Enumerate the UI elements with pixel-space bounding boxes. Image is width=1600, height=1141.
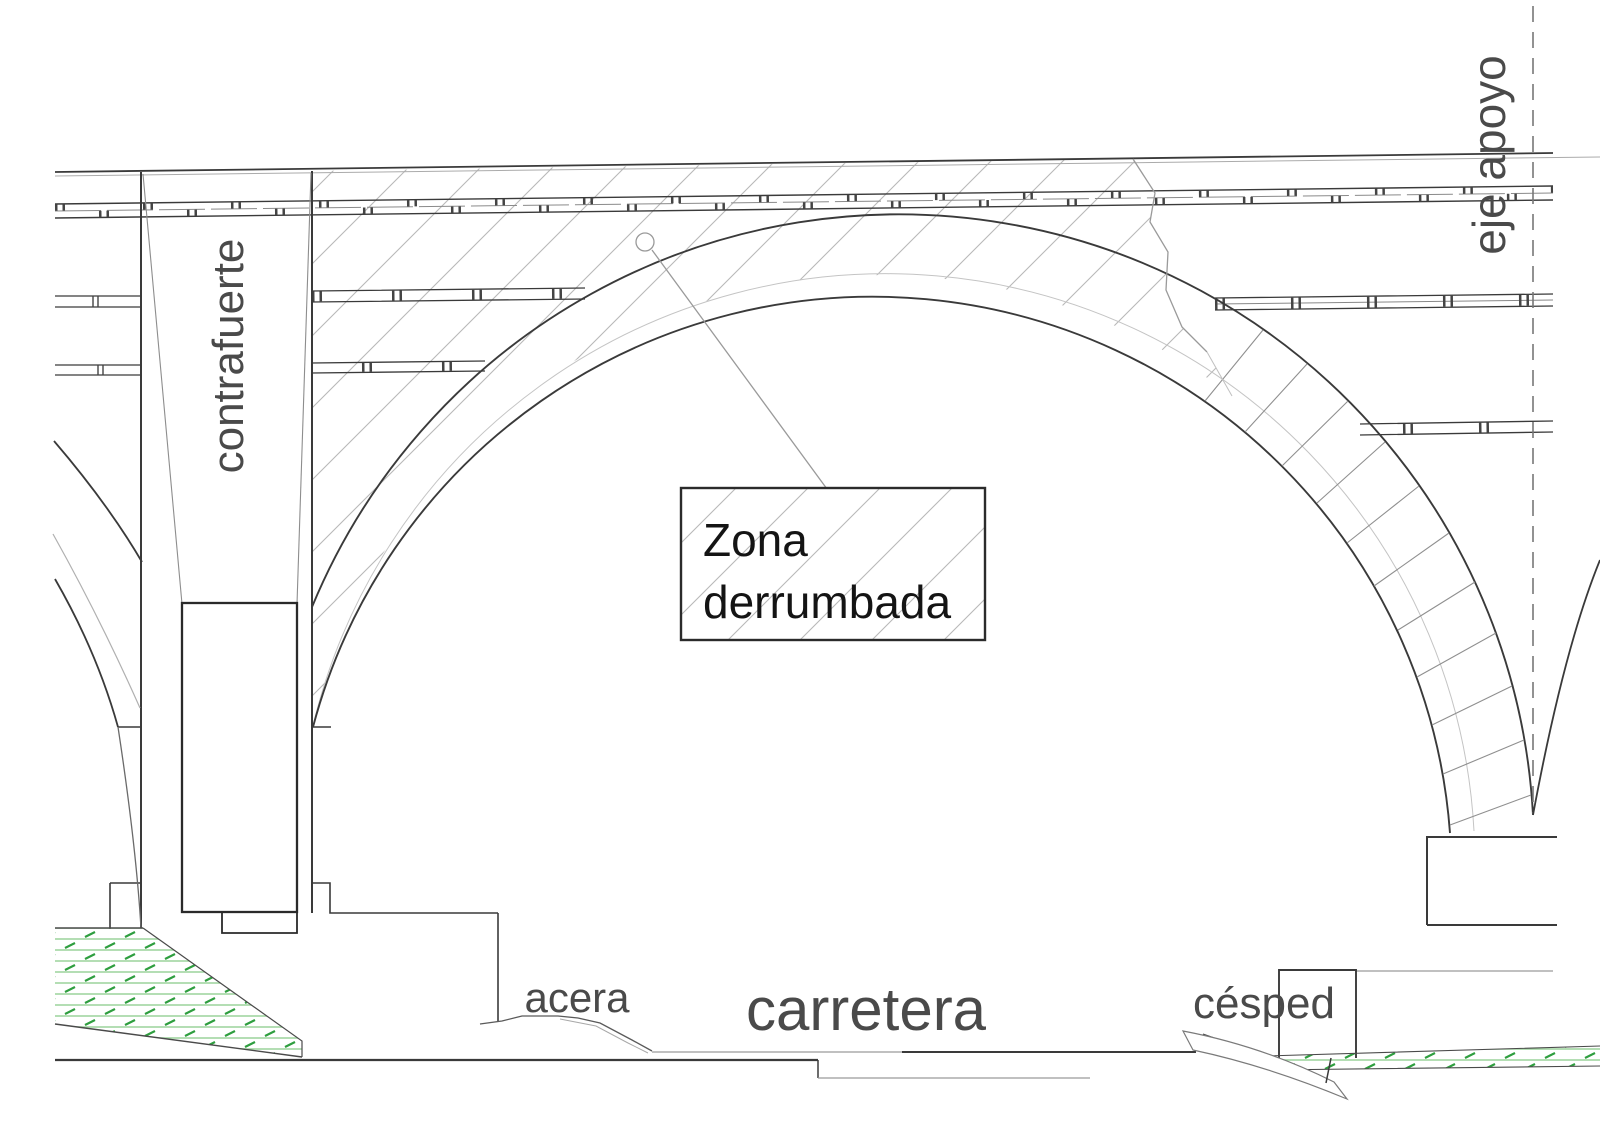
deck-top-line bbox=[54, 152, 1554, 173]
arch-voussoir-joints bbox=[1204, 329, 1532, 826]
grass-left-bottom-edge bbox=[54, 1023, 303, 1058]
grass-label: césped bbox=[1193, 979, 1335, 1028]
masonry-bands-spandrel bbox=[311, 287, 586, 374]
curb-wedge bbox=[1181, 1030, 1349, 1101]
abutment-block-top bbox=[1426, 836, 1557, 925]
band-l2-joint bbox=[92, 296, 99, 307]
band-r3-joints bbox=[1359, 421, 1554, 435]
left-arch-liner-gray bbox=[52, 533, 141, 709]
buttress-pier bbox=[109, 171, 499, 1022]
band-s3-edges bbox=[311, 360, 486, 374]
band-bottom-edge bbox=[54, 199, 1554, 219]
annotations: contrafuerte eje apoyo acera carretera c… bbox=[204, 55, 1515, 1043]
leader-circle-marker bbox=[635, 232, 655, 252]
main-arch bbox=[311, 213, 1534, 834]
sidewalk-curb-line bbox=[559, 1018, 649, 1054]
pier-inner-panel bbox=[180, 601, 299, 914]
collapsed-zone-label-line2: derrumbada bbox=[703, 576, 951, 628]
footing-front-block bbox=[1278, 969, 1357, 1058]
collapse-boundary bbox=[1132, 158, 1233, 397]
grass-embankment-left bbox=[54, 927, 303, 1058]
collapsed-zone-label-line1: Zona bbox=[703, 514, 808, 566]
masonry-bands-left bbox=[55, 295, 141, 376]
band-s2-edges bbox=[311, 287, 586, 303]
arch-ring-liner-gray bbox=[311, 273, 1475, 832]
collapsed-zone-leader bbox=[635, 232, 828, 490]
arch-extrados bbox=[311, 213, 1534, 816]
deck-masonry-band bbox=[54, 185, 1554, 219]
grass-left-slope-edge bbox=[142, 927, 303, 1057]
support-axis-label: eje apoyo bbox=[1463, 55, 1515, 255]
sidewalk-label: acera bbox=[524, 974, 630, 1021]
leader-line bbox=[651, 249, 828, 490]
curb-wedge-tick bbox=[1325, 1057, 1332, 1084]
band-l3-joint bbox=[97, 365, 104, 375]
pier-inner-step bbox=[221, 912, 298, 934]
collapse-boundary-upper bbox=[1132, 158, 1208, 353]
left-arch-continuation bbox=[117, 726, 142, 929]
grass-strip-right bbox=[1181, 1030, 1600, 1101]
road-label: carretera bbox=[746, 976, 987, 1043]
pier-taper-right bbox=[296, 172, 312, 605]
grass-left-fill bbox=[55, 928, 302, 1057]
left-arch-intrados bbox=[54, 578, 119, 728]
pier-footing-step-right bbox=[312, 882, 498, 914]
collapsed-zone-label-box: Zona derrumbada bbox=[679, 486, 987, 642]
masonry-bands-right bbox=[1214, 293, 1554, 436]
pier-taper-left bbox=[142, 173, 183, 605]
left-arch-extrados bbox=[53, 440, 143, 563]
sidewalk-profile bbox=[479, 1015, 653, 1052]
label-box-border bbox=[679, 486, 987, 642]
band-r2-middle bbox=[1214, 299, 1554, 305]
right-abutment bbox=[1278, 836, 1557, 1058]
ground-profile bbox=[55, 1015, 1196, 1079]
right-springing bbox=[1532, 6, 1600, 816]
arch-intrados bbox=[312, 295, 1451, 834]
band-middle-line bbox=[54, 192, 1554, 212]
band-top-edge bbox=[54, 185, 1554, 205]
collapse-boundary-lower bbox=[1206, 351, 1233, 397]
band-lower-joints bbox=[54, 193, 1554, 218]
right-adjacent-arch-intrados bbox=[1532, 559, 1600, 816]
left-adjacent-arch bbox=[52, 440, 143, 929]
pier-footing-step-left bbox=[109, 882, 141, 929]
spandrel-hatch-fill bbox=[312, 159, 1232, 727]
band-r2-edges bbox=[1214, 293, 1554, 311]
collapsed-zone-hatch-area bbox=[312, 159, 1232, 727]
buttress-label: contrafuerte bbox=[204, 239, 253, 474]
band-r3-edges bbox=[1359, 420, 1554, 436]
